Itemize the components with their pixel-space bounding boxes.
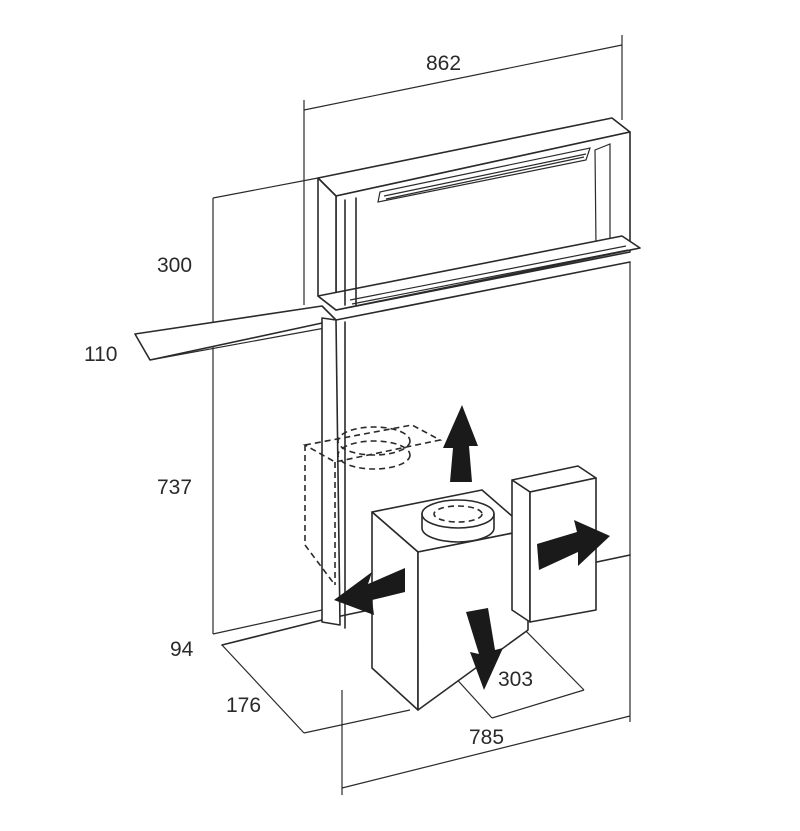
airflow-arrows xyxy=(334,405,610,690)
dim-base-height: 94 xyxy=(170,638,194,661)
worktop-slab xyxy=(134,305,337,361)
dim-motor-depth: 303 xyxy=(498,668,533,691)
motor-block xyxy=(371,489,529,711)
arrow-down-icon xyxy=(466,608,503,690)
dimension-labels: 862 300 110 737 94 176 303 785 xyxy=(84,52,533,749)
arrow-up-icon xyxy=(443,405,478,482)
dim-width-top: 862 xyxy=(426,52,461,75)
downdraft-unit xyxy=(317,117,641,629)
arrow-right-icon xyxy=(537,520,610,570)
dim-base-depth: 176 xyxy=(226,694,261,717)
motor-alt-position xyxy=(302,424,443,586)
dim-height-upper: 300 xyxy=(157,254,192,277)
arrow-left-icon xyxy=(334,568,405,615)
dim-depth-upper: 110 xyxy=(84,343,117,366)
dim-width-bottom: 785 xyxy=(469,726,504,749)
dim-height-lower: 737 xyxy=(157,476,192,499)
